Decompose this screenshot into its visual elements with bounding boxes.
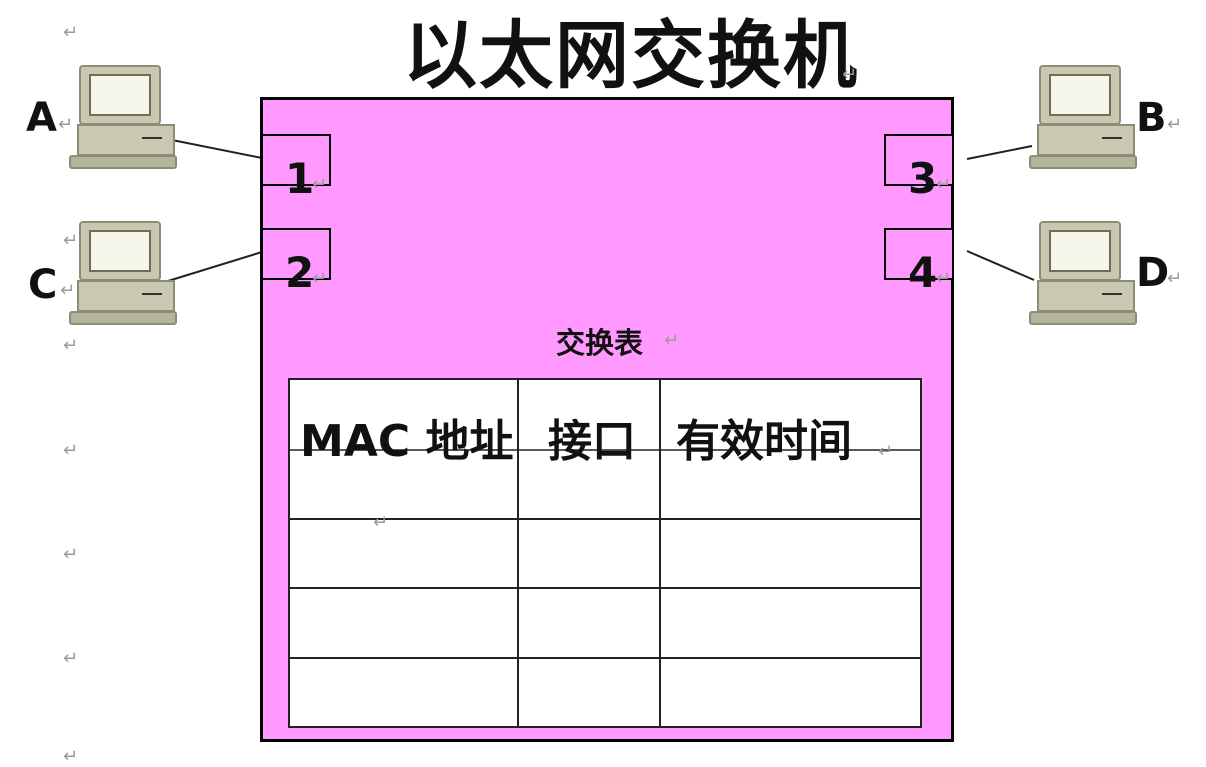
paragraph-mark: ↵ (63, 544, 79, 565)
paragraph-mark: ↵ (936, 174, 952, 195)
switching-table-caption: 交换表 (556, 326, 644, 360)
paragraph-mark: ↵ (63, 746, 79, 767)
paragraph-mark: ↵ (1167, 114, 1183, 135)
port-2-label: 2 (285, 248, 315, 297)
host-d-label: D (1136, 250, 1170, 296)
paragraph-mark: ↵ (63, 335, 79, 356)
paragraph-mark: ↵ (842, 64, 858, 85)
host-a-label: A (26, 95, 57, 141)
paragraph-mark: ↵ (63, 22, 79, 43)
paragraph-mark: ↵ (60, 280, 76, 301)
link-d-port4 (966, 250, 1035, 281)
table-header-mac: MAC 地址 (300, 416, 514, 467)
host-c-label: C (28, 262, 58, 308)
paragraph-mark: ↵ (878, 441, 894, 462)
table-header-ttl: 有效时间 (676, 416, 852, 467)
paragraph-mark: ↵ (936, 268, 952, 289)
paragraph-mark: ↵ (63, 648, 79, 669)
port-4 (884, 228, 954, 280)
link-b-port3 (966, 145, 1033, 160)
paragraph-mark: ↵ (312, 174, 328, 195)
paragraph-mark: ↵ (63, 440, 79, 461)
port-2 (261, 228, 331, 280)
computer-d-icon (1029, 221, 1137, 325)
port-3-label: 3 (908, 154, 938, 203)
link-c-port2 (167, 251, 263, 282)
switching-table (288, 378, 922, 728)
port-1-label: 1 (285, 154, 315, 203)
paragraph-mark: ↵ (664, 330, 680, 351)
paragraph-mark: ↵ (1167, 268, 1183, 289)
host-b-label: B (1136, 95, 1167, 141)
paragraph-mark: ↵ (63, 230, 79, 251)
diagram-title: 以太网交换机 (403, 13, 859, 99)
paragraph-mark: ↵ (373, 512, 389, 533)
port-3 (884, 134, 954, 186)
paragraph-mark: ↵ (312, 268, 328, 289)
computer-a-icon (69, 65, 177, 169)
computer-c-icon (69, 221, 177, 325)
computer-b-icon (1029, 65, 1137, 169)
paragraph-mark: ↵ (58, 114, 74, 135)
port-4-label: 4 (908, 248, 938, 297)
table-header-port: 接口 (548, 416, 636, 467)
link-a-port1 (171, 139, 263, 159)
port-1 (261, 134, 331, 186)
